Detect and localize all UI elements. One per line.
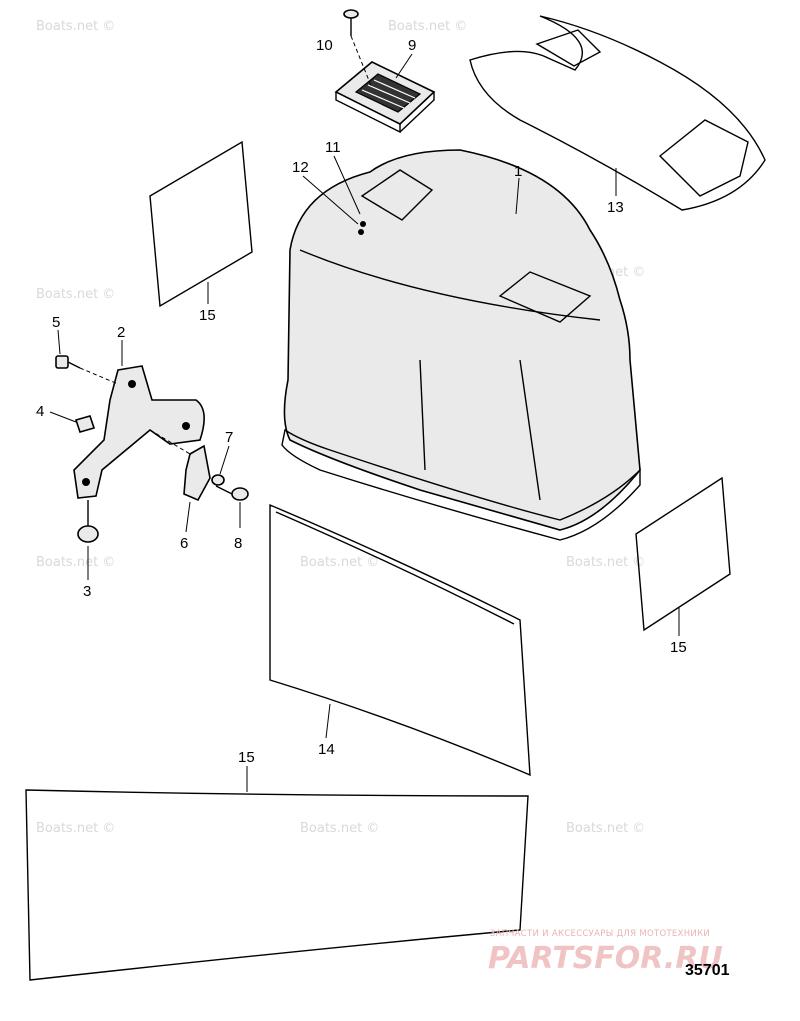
callouts: 1 2 3 4 5 6 7 8 9 10 11 12 13 14 15 15 1… bbox=[36, 37, 687, 766]
ad-watermark: ЗАПЧАСТИ И АКСЕССУАРЫ ДЛЯ МОТОТЕХНИКИ PA… bbox=[488, 929, 723, 976]
callout-12: 12 bbox=[292, 159, 309, 176]
part-8-screw bbox=[215, 485, 249, 501]
watermark: Boats.net © bbox=[36, 555, 115, 570]
part-15-side-decal-left bbox=[149, 140, 253, 308]
callout-13: 13 bbox=[607, 199, 624, 216]
part-3-nut bbox=[77, 500, 99, 543]
callout-15-left: 15 bbox=[199, 307, 216, 324]
leader-lines bbox=[49, 53, 680, 792]
callout-15-right: 15 bbox=[670, 639, 687, 656]
watermark: Boats.net © bbox=[36, 821, 115, 836]
part-1-engine-cowl bbox=[281, 149, 641, 541]
part-7-washer bbox=[211, 474, 225, 486]
part-15-large-decal bbox=[25, 789, 529, 981]
callout-4: 4 bbox=[36, 403, 44, 420]
watermark: Boats.net © bbox=[566, 555, 645, 570]
callout-9: 9 bbox=[408, 37, 416, 54]
watermark: Boats.net © bbox=[388, 19, 467, 34]
part-13-top-decal bbox=[469, 15, 766, 211]
figure-number: 35701 bbox=[685, 962, 730, 979]
callout-7: 7 bbox=[225, 429, 233, 446]
callout-1: 1 bbox=[514, 163, 522, 180]
part-15-side-decal-right bbox=[635, 476, 731, 632]
part-10-screw bbox=[343, 9, 373, 89]
callout-5: 5 bbox=[52, 314, 60, 331]
callout-8: 8 bbox=[234, 535, 242, 552]
callout-2: 2 bbox=[117, 324, 125, 341]
callout-10: 10 bbox=[316, 37, 333, 54]
ad-tagline: ЗАПЧАСТИ И АКСЕССУАРЫ ДЛЯ МОТОТЕХНИКИ bbox=[490, 929, 710, 939]
watermark: Boats.net © bbox=[566, 821, 645, 836]
part-5-bolt bbox=[55, 355, 119, 385]
callout-14: 14 bbox=[318, 741, 335, 758]
watermark: Boats.net © bbox=[36, 19, 115, 34]
ad-logo: PARTSFOR.RU bbox=[488, 941, 723, 976]
callout-3: 3 bbox=[83, 583, 91, 600]
callout-6: 6 bbox=[180, 535, 188, 552]
part-4-grommet bbox=[74, 415, 96, 433]
callout-15-bottom: 15 bbox=[238, 749, 255, 766]
part-6-latch bbox=[149, 429, 211, 502]
part-9-vent-grille bbox=[334, 61, 436, 134]
watermark: Boats.net © bbox=[36, 287, 115, 302]
part-2-bracket bbox=[73, 365, 205, 499]
callout-11: 11 bbox=[325, 139, 341, 156]
watermark: Boats.net © bbox=[300, 555, 379, 570]
watermark: Boats.net © bbox=[300, 821, 379, 836]
part-14-front-decal bbox=[269, 503, 531, 777]
